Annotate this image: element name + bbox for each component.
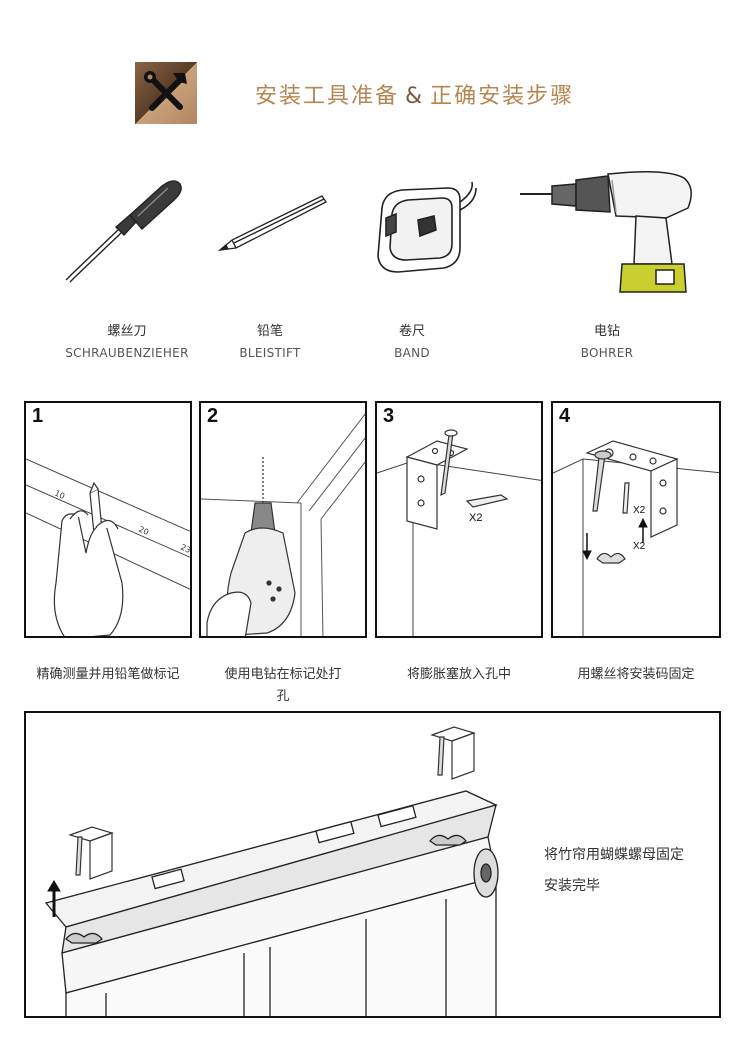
tool-label-cn: 螺丝刀	[107, 324, 147, 339]
step-4-panel: 4 X2 X2	[551, 401, 721, 638]
tool-screwdriver: 螺丝刀 SCHRAUBENZIEHER	[52, 320, 202, 360]
step-3-panel: 3 X2	[375, 401, 543, 638]
tool-label-cn: 卷尺	[398, 324, 425, 339]
step-number: 2	[207, 405, 219, 427]
title-part1: 安装工具准备	[255, 84, 400, 109]
step-number: 4	[559, 405, 571, 427]
title-amp: &	[405, 84, 425, 109]
final-install-panel	[24, 711, 721, 1018]
screwdriver-icon	[60, 172, 185, 287]
final-caption-line: 安装完毕	[544, 878, 600, 894]
ruler-tick-label: 23	[179, 543, 192, 555]
quantity-label: X2	[469, 512, 482, 524]
step-number: 1	[32, 405, 44, 427]
quantity-label: X2	[633, 505, 646, 516]
tool-tape-measure: 卷尺 BAND	[370, 320, 454, 360]
step-1-caption: 精确测量并用铅笔做标记	[36, 667, 180, 682]
drill-icon	[516, 168, 698, 298]
title-part2: 正确安装步骤	[430, 84, 575, 109]
roller-blind-illustration	[44, 726, 499, 1016]
insert-plug-illustration: X2	[377, 429, 541, 636]
step-1-panel: 1 10 20 23	[24, 401, 192, 638]
step-2-caption: 使用电钻在标记处打 孔	[199, 664, 367, 708]
measure-mark-illustration: 10 20 23	[26, 458, 192, 636]
caption-line: 使用电钻在标记处打	[224, 667, 342, 682]
step-3-caption: 将膨胀塞放入孔中	[406, 667, 511, 682]
tape-measure-icon	[368, 180, 480, 280]
fix-bracket-illustration: X2 X2	[553, 440, 719, 636]
step-2-panel: 2	[199, 401, 367, 638]
tool-pencil: 铅笔 BLEISTIFT	[220, 320, 320, 360]
drill-hole-illustration	[201, 413, 365, 636]
ruler-tick-label: 20	[137, 525, 150, 537]
tool-label-en: BLEISTIFT	[239, 346, 301, 360]
tool-label-cn: 电钻	[593, 324, 620, 339]
step-number: 3	[383, 405, 395, 427]
tool-drill: 电钻 BOHRER	[560, 320, 654, 360]
final-caption: 将竹帘用蝴蝶螺母固定 安装完毕	[544, 840, 714, 902]
tools-icon	[135, 62, 197, 124]
page-title: 安装工具准备&正确安装步骤	[255, 78, 574, 110]
ruler-tick-label: 10	[53, 489, 66, 501]
quantity-label: X2	[633, 541, 646, 552]
tool-label-cn: 铅笔	[256, 324, 283, 339]
tool-label-en: BOHRER	[580, 346, 634, 360]
final-caption-line: 将竹帘用蝴蝶螺母固定	[544, 847, 684, 863]
tool-label-en: SCHRAUBENZIEHER	[65, 346, 189, 360]
pencil-icon	[218, 190, 330, 260]
caption-line: 孔	[276, 689, 290, 704]
tool-label-en: BAND	[394, 346, 430, 360]
step-4-caption: 用螺丝将安装码固定	[577, 667, 695, 682]
